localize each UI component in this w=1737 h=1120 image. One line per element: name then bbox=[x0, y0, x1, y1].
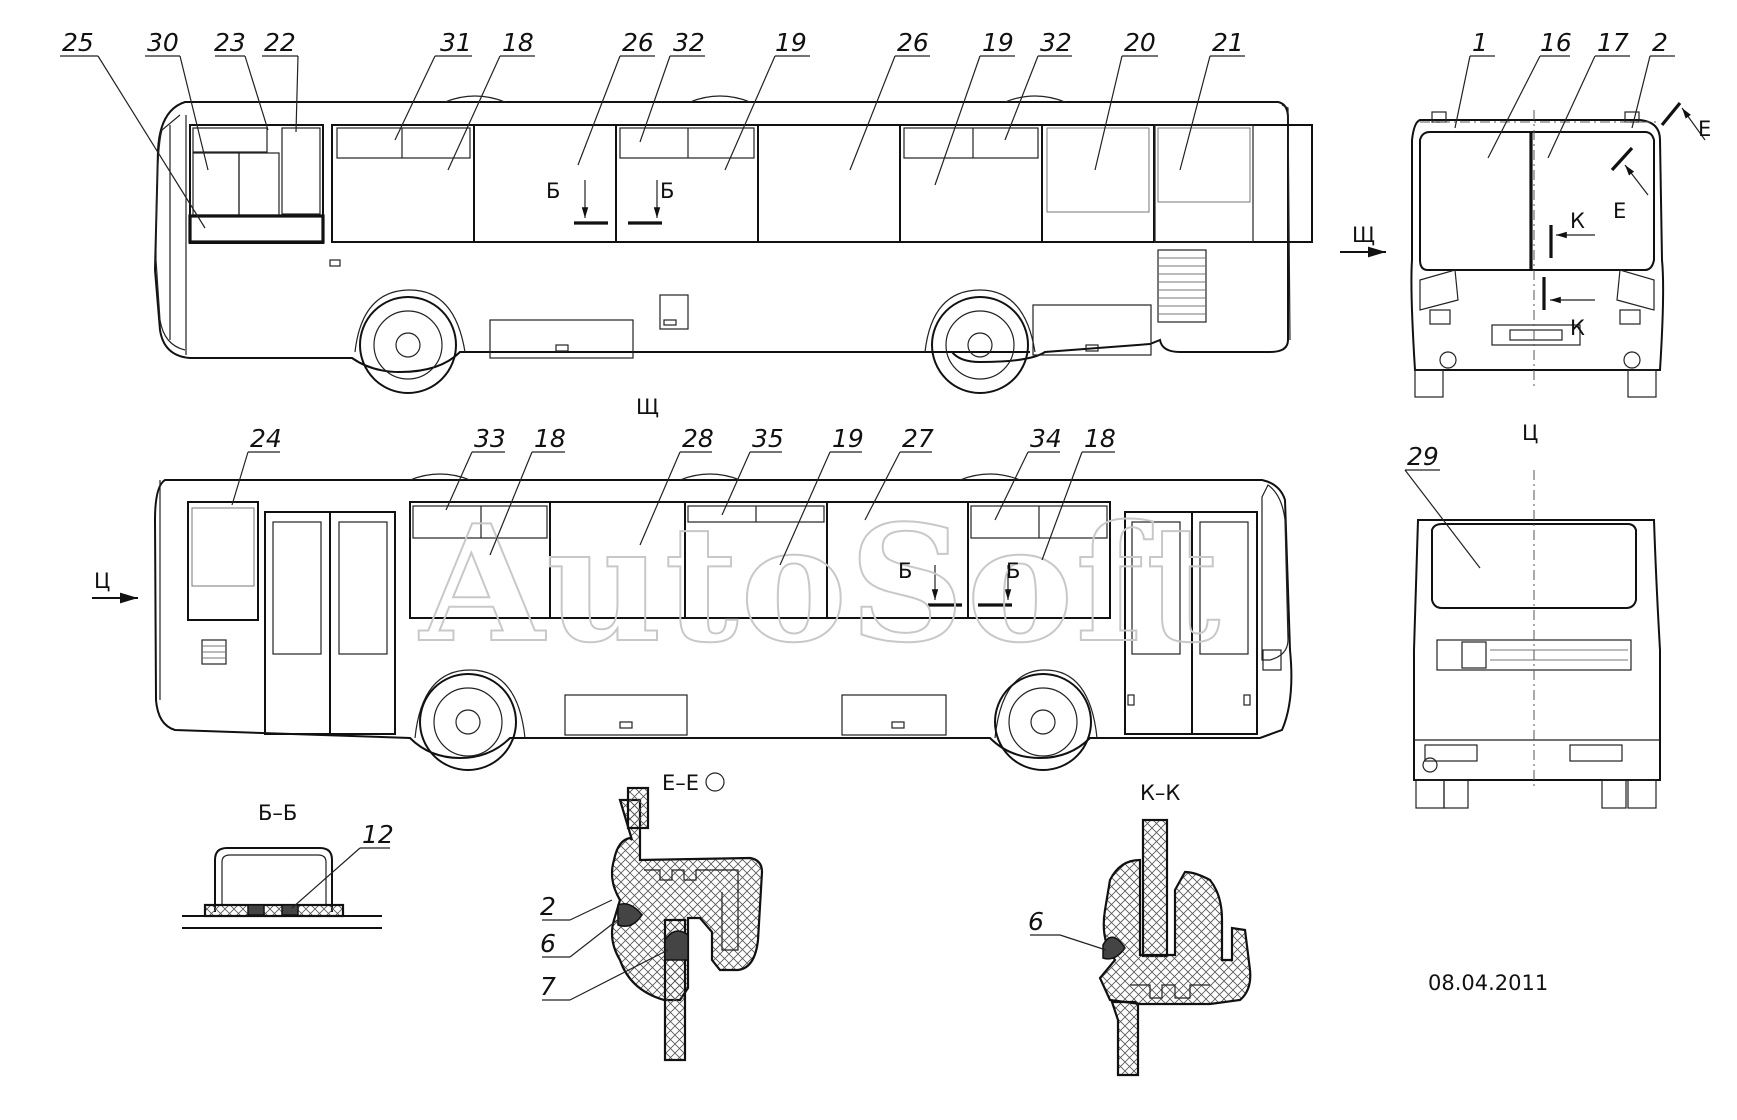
callout-21: 21 bbox=[1212, 28, 1244, 57]
callout-26b: 26 bbox=[897, 28, 929, 57]
section-bb bbox=[182, 847, 382, 929]
callout-27: 27 bbox=[902, 424, 934, 453]
callout-6-section-k: 6 bbox=[1028, 907, 1044, 936]
callout-18c: 18 bbox=[534, 424, 566, 453]
callout-28: 28 bbox=[682, 424, 714, 453]
callout-2-section: 2 bbox=[540, 892, 556, 921]
callout-25: 25 bbox=[62, 28, 94, 57]
callout-19b: 19 bbox=[982, 28, 1014, 57]
callout-33: 33 bbox=[474, 424, 506, 453]
marker-k2: К bbox=[1570, 316, 1585, 340]
callout-7-section: 7 bbox=[540, 972, 556, 1001]
callout-32: 32 bbox=[673, 28, 705, 57]
callout-24: 24 bbox=[250, 424, 282, 453]
leader-lines bbox=[60, 55, 1675, 1001]
section-callouts: 12 2 6 7 6 bbox=[362, 820, 1044, 1001]
bus-right-side-view bbox=[153, 95, 1313, 394]
callout-19: 19 bbox=[775, 28, 807, 57]
top-view-callouts: 25 30 23 22 31 18 26 32 19 26 19 32 20 2… bbox=[62, 28, 1244, 57]
callout-35: 35 bbox=[752, 424, 784, 453]
marker-e1: Е bbox=[1698, 117, 1711, 141]
marker-b2: Б bbox=[660, 179, 674, 203]
section-markers: Б Б Б Б Щ Щ Ц Ц К К Е Е bbox=[94, 117, 1711, 593]
section-kk bbox=[1098, 818, 1252, 1077]
callout-18d: 18 bbox=[1084, 424, 1116, 453]
callout-12: 12 bbox=[362, 820, 394, 849]
callout-2: 2 bbox=[1652, 28, 1668, 57]
callout-29: 29 bbox=[1407, 442, 1439, 471]
watermark-text: AutoSoft bbox=[418, 490, 1222, 678]
bottom-view-callouts: 24 33 18 28 35 19 27 34 18 bbox=[250, 424, 1116, 453]
callout-16: 16 bbox=[1540, 28, 1572, 57]
callout-30: 30 bbox=[147, 28, 179, 57]
marker-ts-arrow: Ц bbox=[94, 569, 110, 593]
callout-6-section-e: 6 bbox=[540, 929, 556, 958]
section-title-bb: Б–Б bbox=[258, 801, 297, 825]
section-title-ee: Е–Е bbox=[662, 771, 699, 795]
marker-e2: Е bbox=[1613, 199, 1626, 223]
callout-26: 26 bbox=[622, 28, 654, 57]
bus-rear-view bbox=[1413, 470, 1661, 809]
section-ee bbox=[610, 772, 764, 1062]
callout-31: 31 bbox=[440, 28, 472, 57]
callout-17: 17 bbox=[1597, 28, 1629, 57]
callout-22: 22 bbox=[264, 28, 296, 57]
marker-b4: Б bbox=[1006, 559, 1020, 583]
section-title-kk: К–К bbox=[1140, 781, 1180, 805]
marker-b1: Б bbox=[546, 179, 560, 203]
callout-32b: 32 bbox=[1040, 28, 1072, 57]
callout-19c: 19 bbox=[832, 424, 864, 453]
marker-k1: К bbox=[1570, 209, 1585, 233]
callout-20: 20 bbox=[1124, 28, 1156, 57]
marker-shch-arrow: Щ bbox=[1352, 223, 1375, 247]
bus-left-side-view bbox=[92, 473, 1293, 771]
callout-1: 1 bbox=[1472, 28, 1488, 57]
rear-view-callouts: 29 bbox=[1407, 442, 1439, 471]
section-titles: Б–Б Е–Е К–К bbox=[258, 771, 1180, 825]
callout-18: 18 bbox=[502, 28, 534, 57]
drawing-date: 08.04.2011 bbox=[1428, 971, 1548, 995]
front-view-callouts: 1 16 17 2 bbox=[1472, 28, 1668, 57]
callout-34: 34 bbox=[1030, 424, 1062, 453]
marker-b3: Б bbox=[898, 559, 912, 583]
marker-ts-view: Ц bbox=[1522, 421, 1538, 445]
bus-front-view bbox=[1340, 101, 1706, 398]
marker-shch-view: Щ bbox=[636, 395, 659, 419]
callout-23: 23 bbox=[214, 28, 246, 57]
